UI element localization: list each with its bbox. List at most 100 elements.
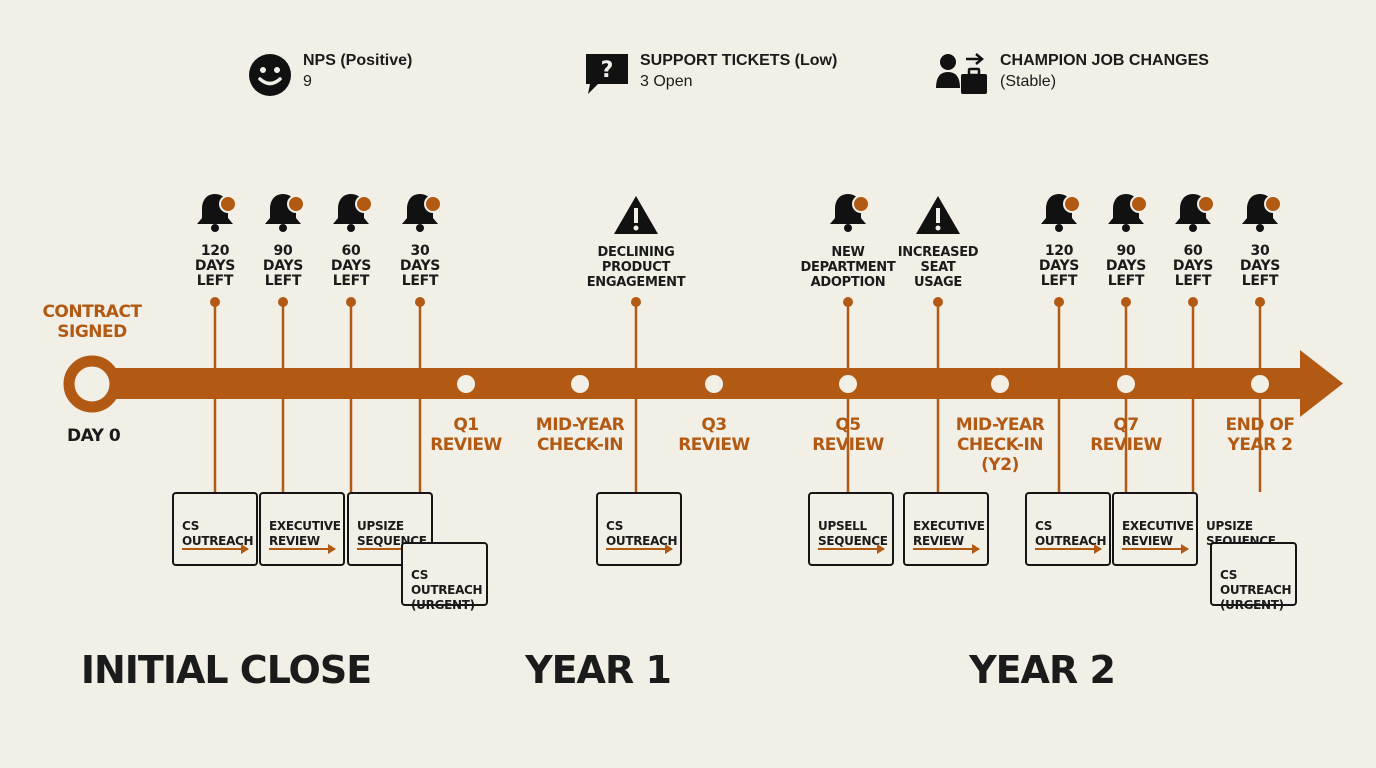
- notification-badge: [1197, 195, 1215, 213]
- arrow-right-icon: [818, 544, 885, 554]
- bell-notification-icon: [265, 194, 305, 232]
- action-label: EXECUTIVE REVIEW: [913, 519, 985, 548]
- event-dot: [1188, 297, 1198, 307]
- event-label: 30 DAYS LEFT: [399, 243, 441, 289]
- metric-nps: NPS (Positive) 9: [247, 50, 412, 96]
- metric-label: SUPPORT TICKETS (Low): [640, 52, 838, 69]
- arrow-right-icon: [1122, 544, 1189, 554]
- milestone-dot: [991, 375, 1009, 393]
- bell-notification-icon: [333, 194, 373, 232]
- person-briefcase-icon: [936, 53, 987, 94]
- svg-text:?: ?: [601, 58, 614, 83]
- action-label: EXECUTIVE REVIEW: [269, 519, 341, 548]
- event-dot: [1054, 297, 1064, 307]
- milestone-dot: [1117, 375, 1135, 393]
- bell-clapper: [1055, 224, 1063, 232]
- event-dot: [933, 297, 943, 307]
- bell-clapper: [1256, 224, 1264, 232]
- notification-badge: [287, 195, 305, 213]
- action-box: CS OUTREACH: [172, 492, 258, 566]
- event-dot: [1121, 297, 1131, 307]
- metric-label: NPS (Positive): [303, 52, 413, 69]
- event-label: 90 DAYS LEFT: [262, 243, 304, 289]
- notification-badge: [219, 195, 237, 213]
- action-box: CS OUTREACH: [596, 492, 682, 566]
- notification-badge: [1264, 195, 1282, 213]
- milestone-label: Q3 REVIEW: [678, 415, 750, 455]
- milestone-dot: [705, 375, 723, 393]
- day-zero-label: DAY 0: [67, 426, 121, 446]
- bell-clapper: [211, 224, 219, 232]
- action-label: CS OUTREACH: [1035, 519, 1107, 548]
- event-dots: [210, 297, 1265, 307]
- notification-badge: [1130, 195, 1148, 213]
- action-label: CS OUTREACH (URGENT): [411, 568, 483, 612]
- arrow-right-icon: [913, 544, 980, 554]
- event-icons: [197, 194, 1282, 234]
- arrow-right-icon: [269, 544, 336, 554]
- milestone-label: END OF YEAR 2: [1225, 415, 1295, 455]
- start-node: [63, 355, 121, 413]
- warning-triangle-icon: [916, 196, 960, 234]
- milestone-dot: [1251, 375, 1269, 393]
- warning-mark: [936, 208, 940, 223]
- bell-notification-icon: [197, 194, 237, 232]
- notification-badge: [1063, 195, 1081, 213]
- action-box: UPSELL SEQUENCE: [808, 492, 894, 566]
- phase-label: YEAR 1: [525, 648, 672, 692]
- milestone-label: Q1 REVIEW: [430, 415, 502, 455]
- phase-label: YEAR 2: [969, 648, 1116, 692]
- warning-mark: [634, 208, 638, 223]
- metric-value: 3 Open: [640, 73, 693, 90]
- question-speech-bubble-icon: ?: [586, 54, 628, 94]
- metric-value: 9: [303, 73, 312, 90]
- event-dot: [631, 297, 641, 307]
- bell-notification-icon: [1041, 194, 1081, 232]
- action-box-urgent: CS OUTREACH (URGENT): [401, 542, 488, 612]
- phase-label: INITIAL CLOSE: [80, 648, 372, 692]
- notification-badge: [852, 195, 870, 213]
- event-dot: [278, 297, 288, 307]
- event-label: 30 DAYS LEFT: [1239, 243, 1281, 289]
- timeline-arrow: [110, 350, 1343, 417]
- action-box-urgent: CS OUTREACH (URGENT): [1210, 542, 1297, 612]
- action-label: CS OUTREACH: [182, 519, 254, 548]
- milestone-label: MID-YEAR CHECK-IN: [535, 415, 625, 455]
- action-label: UPSELL SEQUENCE: [818, 519, 888, 548]
- action-label: EXECUTIVE REVIEW: [1122, 519, 1194, 548]
- bell-notification-icon: [402, 194, 442, 232]
- smiley-face-icon: [249, 54, 291, 96]
- contract-signed-label: CONTRACT SIGNED: [42, 302, 142, 342]
- bell-notification-icon: [1242, 194, 1282, 232]
- event-dot: [346, 297, 356, 307]
- event-label: DECLINING PRODUCT ENGAGEMENT: [586, 245, 686, 290]
- notification-badge: [424, 195, 442, 213]
- event-dot: [210, 297, 220, 307]
- bell-notification-icon: [830, 194, 870, 232]
- arrow-right-icon: [1035, 544, 1102, 554]
- metric-label: CHAMPION JOB CHANGES: [1000, 52, 1209, 69]
- milestone-dot: [839, 375, 857, 393]
- event-label: 90 DAYS LEFT: [1105, 243, 1147, 289]
- event-dot: [1255, 297, 1265, 307]
- milestone-label: Q5 REVIEW: [812, 415, 884, 455]
- event-label: INCREASED SEAT USAGE: [897, 245, 979, 290]
- arrow-right-icon: [182, 544, 249, 554]
- action-label: CS OUTREACH (URGENT): [1220, 568, 1292, 612]
- bell-clapper: [347, 224, 355, 232]
- event-label: 60 DAYS LEFT: [1172, 243, 1214, 289]
- event-label: NEW DEPARTMENT ADOPTION: [800, 245, 896, 290]
- bell-clapper: [416, 224, 424, 232]
- action-box: EXECUTIVE REVIEW: [1112, 492, 1198, 566]
- bell-clapper: [844, 224, 852, 232]
- bell-clapper: [279, 224, 287, 232]
- metric-champion-job-changes: CHAMPION JOB CHANGES (Stable): [934, 50, 1209, 96]
- event-dot: [415, 297, 425, 307]
- milestone-dots: [457, 375, 1269, 393]
- event-dot: [843, 297, 853, 307]
- warning-dot: [633, 225, 639, 231]
- milestone-label: Q7 REVIEW: [1090, 415, 1162, 455]
- action-box: EXECUTIVE REVIEW: [903, 492, 989, 566]
- event-label: 60 DAYS LEFT: [330, 243, 372, 289]
